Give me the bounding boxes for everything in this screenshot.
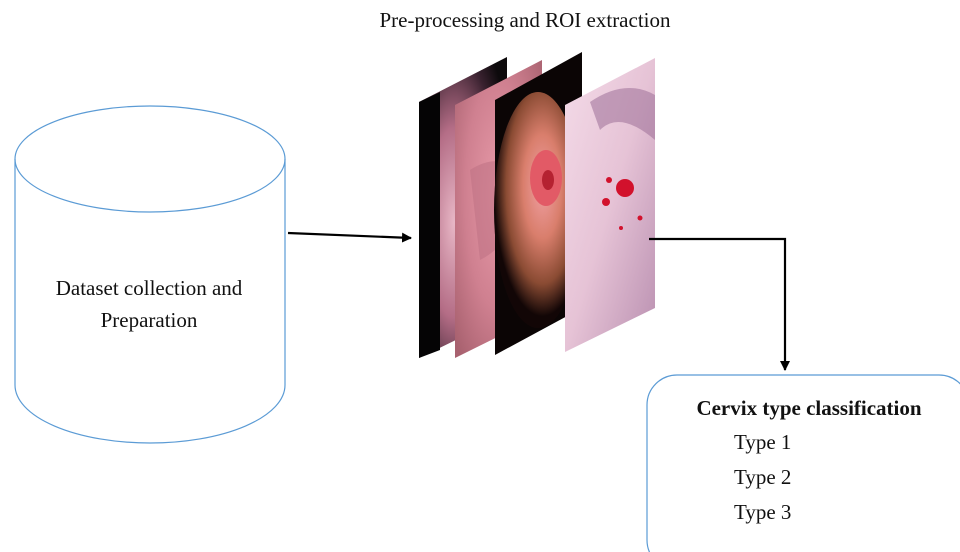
dataset-label-line1: Dataset collection and [55, 276, 243, 300]
classification-title: Cervix type classification [696, 396, 922, 420]
preprocessing-title: Pre-processing and ROI extraction [379, 8, 671, 32]
type-item: Type 3 [734, 500, 792, 524]
type-list: Type 1 Type 2 Type 3 [734, 428, 791, 533]
dataset-label: Dataset collection and Preparation [20, 272, 278, 336]
arrow-to-preprocessing [287, 231, 412, 243]
dataset-label-line2: Preparation [100, 308, 198, 332]
cervix-image-4 [565, 58, 655, 352]
cervix-image-3 [494, 52, 582, 355]
image-stack [419, 52, 655, 358]
type-item: Type 2 [734, 465, 792, 489]
dataset-cylinder [14, 105, 286, 444]
classification-box [646, 374, 960, 552]
type-item: Type 1 [734, 430, 792, 454]
arrow-to-classification [649, 237, 790, 371]
